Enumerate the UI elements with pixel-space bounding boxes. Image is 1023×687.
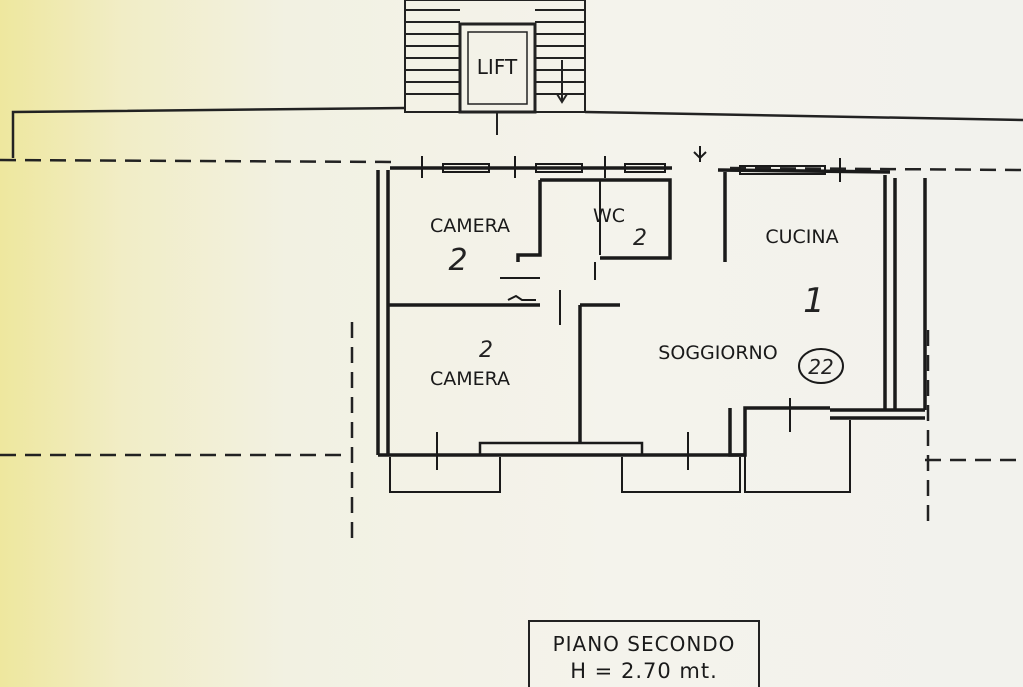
camera-top-number: 2 [448,243,467,278]
cucina-label: CUCINA [765,226,838,248]
windows [421,156,841,470]
soggiorno-label: SOGGIORNO [658,342,777,364]
floor-title: PIANO SECONDO [552,632,736,656]
dashed-boundary [0,158,1023,540]
camera-bottom-number: 2 [479,338,493,363]
building-outline [11,106,1023,158]
cucina-number: 1 [803,281,825,321]
title-block: PIANO SECONDO H = 2.70 mt. [528,620,760,687]
soggiorno-number: 22 [808,355,833,379]
ceiling-height: H = 2.70 mt. [570,659,718,683]
soggiorno-number-circle [798,348,844,384]
camera-top-label: CAMERA [430,215,510,237]
lift-shaft [458,22,537,135]
lift-label: LIFT [477,55,518,79]
wc-label: WC [593,205,625,227]
wc-number: 2 [633,226,647,251]
doors [500,146,707,325]
camera-bottom-label: CAMERA [430,368,510,390]
